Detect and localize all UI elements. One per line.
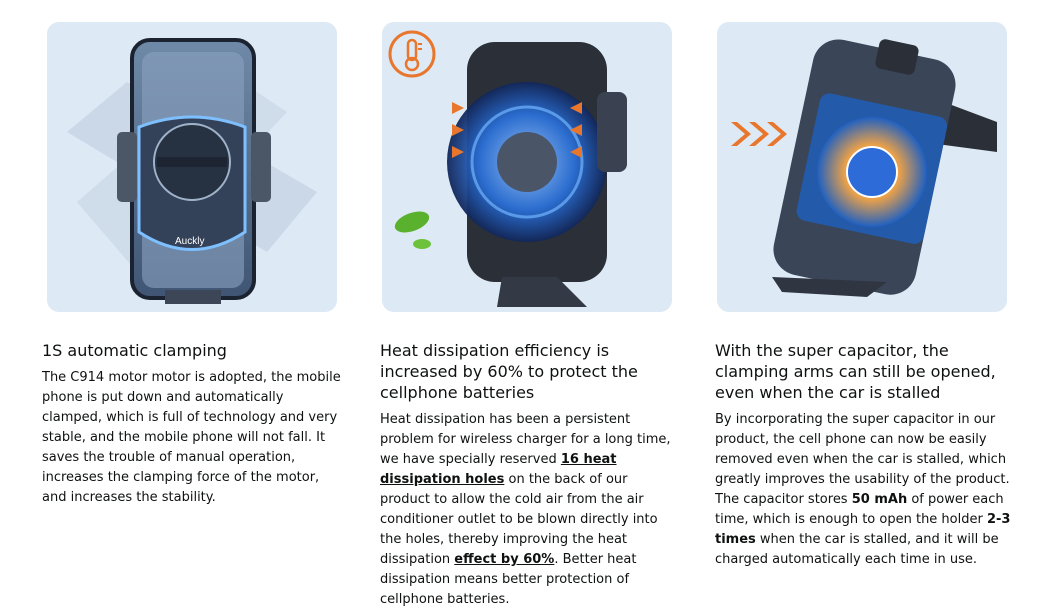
product-image-heat bbox=[382, 22, 672, 312]
double-chevron-icon bbox=[731, 122, 787, 146]
feature-description: Heat dissipation has been a persistent p… bbox=[380, 412, 671, 607]
feature-description: The C914 motor motor is adopted, the mob… bbox=[42, 370, 341, 505]
feature-title: 1S automatic clamping bbox=[42, 341, 227, 360]
product-image-clamping: Auckly bbox=[47, 22, 337, 312]
feature-title: With the super capacitor, the clamping a… bbox=[715, 341, 996, 402]
product-image-capacitor bbox=[717, 22, 1007, 312]
brand-logo: Auckly bbox=[175, 236, 204, 247]
thermometer-icon bbox=[388, 30, 436, 78]
feature-description: By incorporating the super capacitor in … bbox=[715, 412, 1011, 567]
feature-title: Heat dissipation efficiency is increased… bbox=[380, 341, 638, 402]
